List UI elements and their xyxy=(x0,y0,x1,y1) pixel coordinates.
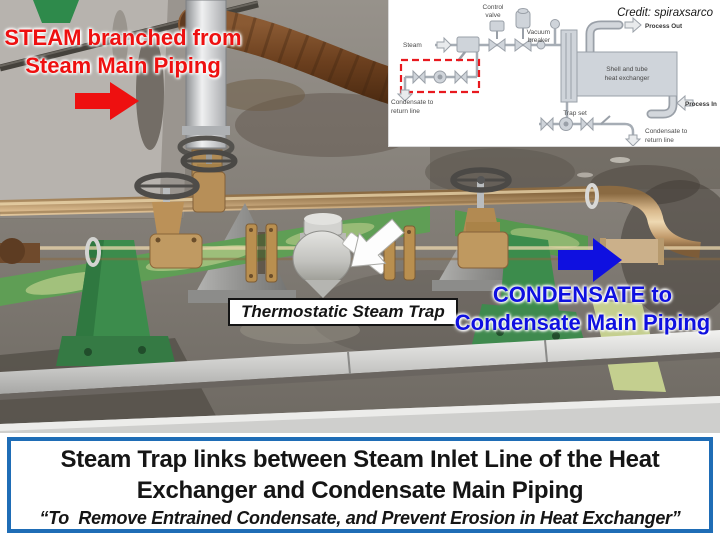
caption-title-line: Exchanger and Condensate Main Piping xyxy=(136,477,584,504)
label-vacuum-breaker: breaker xyxy=(528,37,551,44)
condensate-annotation-line: CONDENSATE to xyxy=(492,282,673,307)
lower-pipe-valve-left xyxy=(134,172,203,269)
steam-trap-label: Thermostatic Steam Trap xyxy=(228,298,458,326)
condensate-annotation-label: CONDENSATE to Condensate Main Piping xyxy=(445,281,720,337)
inset-schematic: Credit: spiraxsarco xyxy=(388,0,720,147)
strainer-symbol xyxy=(456,36,480,53)
heat-exchanger-symbol xyxy=(560,29,678,103)
process-out-arrow-icon xyxy=(624,16,642,34)
bypass-trap-set-symbols xyxy=(412,69,468,85)
blue-arrow-icon xyxy=(558,238,622,282)
label-condensate-return-left: Condensate to xyxy=(391,99,434,106)
condensate-down-arrow-icon xyxy=(396,89,414,102)
pipe-ring-clamp xyxy=(585,183,599,209)
label-process-out: Process Out xyxy=(645,23,683,30)
trap-set-symbols xyxy=(540,115,611,132)
condensate-annotation-line: Condensate Main Piping xyxy=(454,310,711,335)
label-control-valve: Control xyxy=(483,4,505,11)
label-trap-set: Trap set xyxy=(563,110,587,117)
control-valve-symbol xyxy=(488,20,506,52)
photo-steam-trap-installation: Credit: spiraxsarco xyxy=(0,0,720,433)
lower-pipe-valve-right xyxy=(450,167,512,269)
process-in-arrow-icon xyxy=(676,94,694,112)
steam-annotation-line: STEAM branched from xyxy=(4,25,242,50)
process-pipes xyxy=(585,20,678,119)
pipe-ring-clamp xyxy=(85,237,101,267)
green-funnel xyxy=(33,0,79,23)
steam-arrow-icon xyxy=(436,36,452,54)
red-arrow-icon xyxy=(75,82,139,120)
upper-pipe-valve xyxy=(180,149,238,213)
steam-annotation-label: STEAM branched from Steam Main Piping xyxy=(0,24,246,80)
valve-handwheel-icon xyxy=(450,167,512,193)
label-control-valve: valve xyxy=(485,12,501,19)
label-steam: Steam xyxy=(403,42,422,49)
red-dashed-highlight-box xyxy=(399,58,481,94)
inset-diagram-svg: Credit: spiraxsarco xyxy=(391,4,717,146)
label-condensate-return-left: return line xyxy=(391,108,420,115)
caption-box: Steam Trap links between Steam Inlet Lin… xyxy=(7,437,713,533)
label-condensate-return-right: Condensate to xyxy=(645,128,688,135)
pipe-flange-pair xyxy=(245,223,278,283)
silver-rail-upper xyxy=(0,330,720,400)
vacuum-breaker-symbol xyxy=(550,19,560,45)
actuated-valve-symbol xyxy=(514,8,532,52)
label-heat-exchanger: Shell and tube xyxy=(606,66,648,73)
label-heat-exchanger: heat exchanger xyxy=(605,75,651,82)
gauge-symbol xyxy=(536,40,546,50)
valve-handwheel-icon xyxy=(180,149,238,173)
condensate-down-arrow-icon xyxy=(624,134,642,146)
white-arrow-icon xyxy=(350,218,405,268)
label-vacuum-breaker: Vacuum xyxy=(527,29,550,36)
silver-rail-lower xyxy=(0,396,720,433)
steam-annotation-line: Steam Main Piping xyxy=(25,53,221,78)
label-condensate-return-right: return line xyxy=(645,137,674,144)
caption-title-line: Steam Trap links between Steam Inlet Lin… xyxy=(60,446,660,473)
green-support-leg-left xyxy=(56,240,176,366)
caption-subtitle: “To Remove Entrained Condensate, and Pre… xyxy=(39,508,681,528)
credit-text: Credit: spiraxsarco xyxy=(617,7,713,19)
label-process-in: Process In xyxy=(685,101,717,108)
valve-handwheel-icon xyxy=(134,172,200,200)
